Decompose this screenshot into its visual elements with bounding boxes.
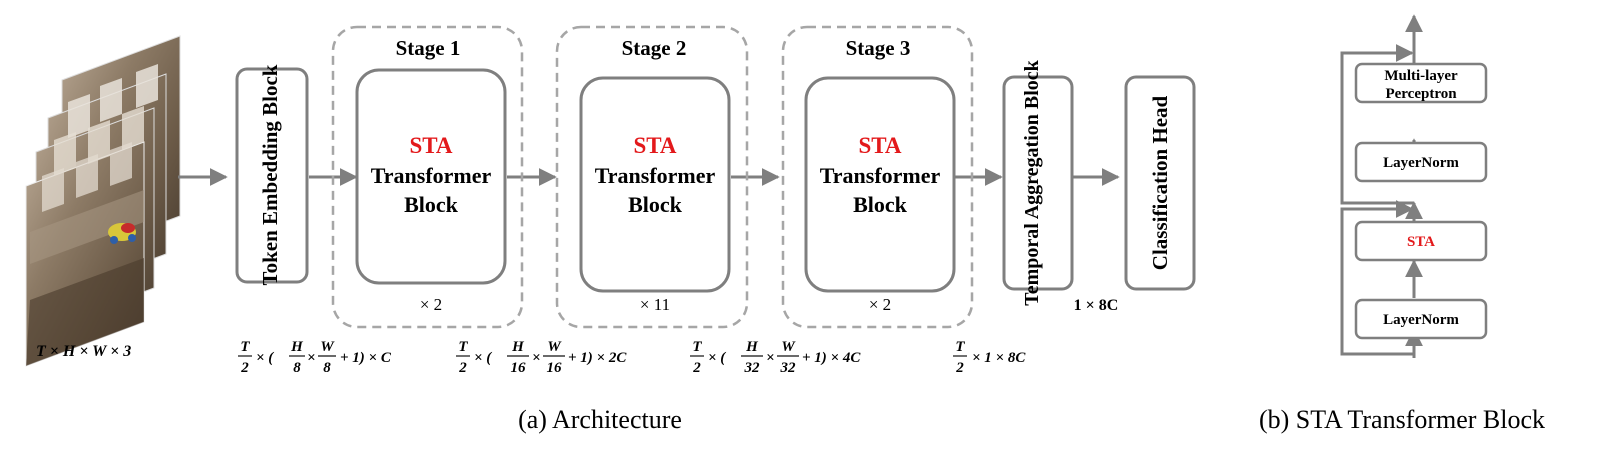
svg-text:×: ×	[766, 350, 775, 366]
svg-text:T: T	[692, 339, 702, 355]
temporal-output-dims: 1 × 8C	[1074, 297, 1119, 314]
svg-text:+ 1) × 4C: + 1) × 4C	[802, 350, 861, 366]
input-dims-label: T × H × W × 3	[36, 343, 131, 360]
svg-text:H: H	[290, 339, 304, 355]
shape-annotation-4: T 2 × 1 × 8C	[953, 339, 1026, 376]
svg-text:8: 8	[293, 360, 301, 376]
svg-text:× (: × (	[256, 350, 274, 366]
svg-text:2: 2	[240, 360, 249, 376]
shape-annotation-2: T 2 × ( H 16 × W 16 + 1) × 2C	[456, 339, 627, 376]
sta-box	[1354, 220, 1488, 262]
stage-3-sta-label: STA	[858, 133, 901, 158]
stage-1-block-line2: Transformer	[371, 163, 492, 188]
stage-1-repeat: × 2	[420, 295, 442, 314]
shape-annotation-3: T 2 × ( H 32 × W 32 + 1) × 4C	[690, 339, 861, 376]
stage-2-title: Stage 2	[622, 36, 687, 60]
svg-text:16: 16	[511, 360, 527, 376]
svg-text:× (: × (	[708, 350, 726, 366]
svg-text:8: 8	[323, 360, 331, 376]
stage-2-repeat: × 11	[640, 295, 670, 314]
stage-2-block-line2: Transformer	[595, 163, 716, 188]
sta-label: STA	[1407, 234, 1435, 250]
layernorm-bottom-box	[1354, 298, 1488, 340]
sta-transformer-block-diagram: Multi-layer Perceptron LayerNorm STA Lay…	[1340, 14, 1488, 358]
svg-text:×: ×	[532, 350, 541, 366]
svg-text:× (: × (	[474, 350, 492, 366]
caption-architecture: (a) Architecture	[518, 405, 682, 434]
token-embedding-block: Token Embedding Block	[235, 64, 309, 285]
svg-text:T: T	[955, 339, 965, 355]
stage-1: Stage 1 STA Transformer Block × 2	[331, 25, 524, 329]
svg-text:T: T	[458, 339, 468, 355]
svg-text:× 1 × 8C: × 1 × 8C	[972, 350, 1026, 366]
stage-2: Stage 2 STA Transformer Block × 11	[555, 25, 749, 329]
classification-head-label: Classification Head	[1148, 95, 1172, 270]
stage-3-title: Stage 3	[846, 36, 911, 60]
svg-text:16: 16	[547, 360, 563, 376]
svg-text:2: 2	[955, 360, 964, 376]
shape-annotation-1: T 2 × ( H 8 × W 8 + 1) × C	[238, 339, 392, 376]
svg-text:W: W	[320, 339, 335, 355]
stage-1-title: Stage 1	[396, 36, 461, 60]
svg-text:+ 1) × 2C: + 1) × 2C	[568, 350, 627, 366]
svg-text:×: ×	[307, 350, 316, 366]
temporal-aggregation-block: Temporal Aggregation Block	[1002, 59, 1074, 306]
stage-3: Stage 3 STA Transformer Block × 2	[781, 25, 974, 329]
layernorm-top-box	[1354, 141, 1488, 183]
mlp-box	[1354, 62, 1488, 104]
stage-1-block	[355, 68, 507, 285]
svg-text:H: H	[511, 339, 525, 355]
mlp-label-line1: Multi-layer	[1384, 68, 1458, 84]
temporal-aggregation-label: Temporal Aggregation Block	[1021, 59, 1043, 305]
svg-text:2: 2	[692, 360, 701, 376]
token-embedding-label: Token Embedding Block	[258, 64, 282, 285]
layernorm-top-label: LayerNorm	[1383, 155, 1459, 171]
svg-text:H: H	[745, 339, 759, 355]
stage-2-block-line3: Block	[628, 192, 683, 217]
stage-3-block-line2: Transformer	[820, 163, 941, 188]
stage-3-block	[804, 76, 956, 293]
mlp-label-line2: Perceptron	[1385, 86, 1457, 102]
caption-sta-block: (b) STA Transformer Block	[1259, 405, 1545, 434]
svg-text:2: 2	[458, 360, 467, 376]
svg-text:32: 32	[780, 360, 797, 376]
svg-text:T: T	[240, 339, 250, 355]
svg-text:+ 1) × C: + 1) × C	[340, 350, 392, 366]
stage-3-repeat: × 2	[869, 295, 891, 314]
layernorm-bottom-label: LayerNorm	[1383, 312, 1459, 328]
stage-2-block	[579, 76, 731, 293]
input-video-frames	[25, 35, 181, 367]
svg-text:W: W	[547, 339, 562, 355]
stage-1-sta-label: STA	[409, 133, 452, 158]
stage-3-block-line3: Block	[853, 192, 908, 217]
svg-text:W: W	[781, 339, 796, 355]
stage-2-sta-label: STA	[633, 133, 676, 158]
stage-1-block-line3: Block	[404, 192, 459, 217]
classification-head-block: Classification Head	[1124, 75, 1196, 291]
svg-text:32: 32	[744, 360, 761, 376]
